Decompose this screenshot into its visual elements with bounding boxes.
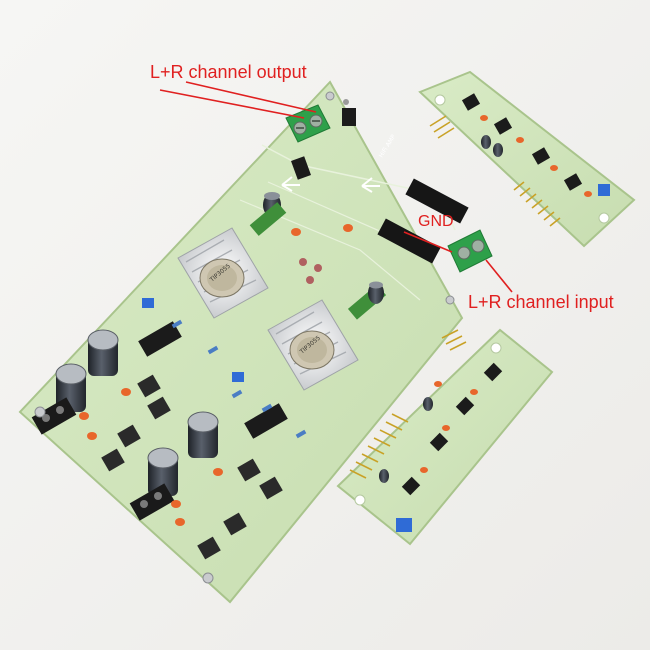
ic-chip-icon [244,403,288,439]
callout-line-gnd [403,231,453,253]
resistors [171,319,307,439]
power-terminal [31,397,77,435]
tantalum-caps [79,224,353,526]
pin-header-icon [342,108,356,126]
capacitor-icon [87,329,119,376]
trimmer-pot [396,518,412,532]
callout-line-output-b [185,81,317,113]
female-header [377,218,441,264]
ic-chip-icon [493,117,513,135]
ic-chip-icon [531,147,551,165]
pin-header-icon [291,156,311,180]
preamp-board-bottom [336,328,554,546]
ic-chip-icon [401,476,421,496]
preamp-board-top [418,70,636,248]
callout-line-output-a [159,89,305,119]
transistor-row [101,374,283,560]
mounting-holes [34,91,455,584]
ic-chip-icon [483,362,503,382]
capacitor-icon [368,281,384,304]
capacitor-icon [481,135,503,157]
callout-lines [159,81,513,293]
arrow-silk-icon [361,177,380,193]
ic-chip-icon [563,173,583,191]
pin-header-icon [513,181,561,227]
input-callout-label: L+R channel input [468,292,614,312]
trimmer-pot [142,298,154,308]
ic-chip-icon [429,432,449,452]
female-header [405,178,469,224]
heatsink-icon: TIP3055 [177,227,269,319]
capacitor-icon [147,447,179,496]
output-callout-label: L+R channel output [150,62,307,82]
input-terminal-block [447,229,493,273]
trimmer-pot [232,372,244,382]
pin-header-icon [349,413,409,479]
power-terminal [129,483,175,521]
ic-chip-icon [455,396,475,416]
capacitor-icon [379,397,433,483]
heatsink-icon: TIP3055 [267,299,359,391]
gnd-callout-label: GND [418,213,454,230]
callout-line-input [485,259,513,293]
ic-chip-icon [138,321,182,357]
arrow-silk-icon [281,176,300,192]
power-resistor [249,202,287,236]
ic-chip-icon [461,93,481,111]
capacitor-icon [187,411,219,458]
main-amplifier-board: HiFi AMP [18,80,493,604]
trimmer-pot [598,184,610,196]
